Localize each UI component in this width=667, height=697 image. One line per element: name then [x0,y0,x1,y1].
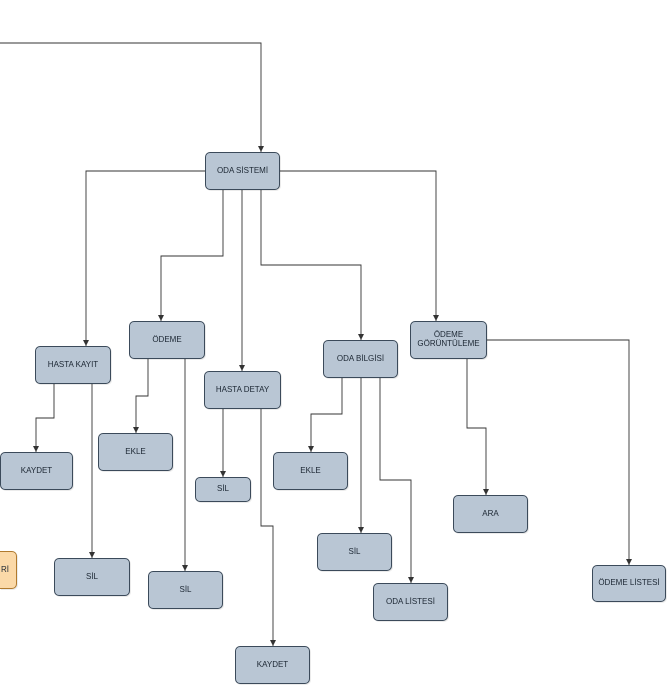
node-oda-listesi: ODA LİSTESİ [373,583,448,621]
node-partial-left-label: Rİ [1,564,9,574]
node-hasta-detay-label: HASTA DETAY [215,384,270,394]
node-sil-odeme: SİL [148,571,223,609]
node-ara: ARA [453,495,528,533]
node-oda-bilgisi: ODA BİLGİSİ [323,340,398,378]
node-hasta-kayit: HASTA KAYIT [35,346,111,384]
node-odeme-goruntuleme: ÖDEME GÖRÜNTÜLEME [410,321,487,359]
node-sil-odeme-label: SİL [179,584,192,594]
node-kaydet-hasta-kayit-label: KAYDET [20,465,53,475]
node-oda-sistemi-label: ODA SİSTEMİ [216,165,269,175]
node-odeme-listesi-label: ÖDEME LİSTESİ [598,578,660,588]
edge-oda-sistemi-to-odeme-goruntuleme [280,170,439,321]
node-kaydet-hasta-detay: KAYDET [235,646,310,684]
node-sil-hasta-detay: SİL [195,477,251,502]
node-odeme-listesi: ÖDEME LİSTESİ [592,565,666,602]
edge-hasta-kayit-to-kaydet [33,384,55,452]
node-ara-label: ARA [482,508,499,518]
node-sil-hasta-kayit: SİL [54,558,130,596]
edge-oda-sistemi-to-hasta-kayit [83,170,205,346]
node-odeme-goruntuleme-label: ÖDEME GÖRÜNTÜLEME [417,330,480,348]
edge-oda-bilgisi-to-ekle [308,377,343,452]
node-ekle-oda-bilgisi: EKLE [273,452,348,490]
edge-hasta-detay-to-kaydet [260,409,276,646]
node-partial-left: Rİ [0,551,17,589]
edge-oda-bilgisi-to-oda-listesi [379,377,414,583]
node-hasta-kayit-label: HASTA KAYIT [47,359,99,369]
node-sil-oda-bilgisi-label: SİL [348,546,361,556]
node-ekle-oda-bilgisi-label: EKLE [300,465,321,475]
node-sil-oda-bilgisi: SİL [317,533,392,571]
node-odeme: ÖDEME [129,321,205,359]
edge-oda-sistemi-to-odeme [158,190,224,321]
node-sil-hasta-kayit-label: SİL [85,571,98,581]
edge-oda-sistemi-to-oda-bilgisi [260,190,364,340]
node-ekle-odeme-label: EKLE [125,446,146,456]
node-kaydet-hasta-kayit: KAYDET [0,452,73,490]
edge-odeme-goruntuleme-to-odeme-listesi [486,339,632,565]
edge-odeme-to-ekle [133,359,149,433]
node-kaydet-hasta-detay-label: KAYDET [256,659,289,669]
node-ekle-odeme: EKLE [98,433,173,471]
node-odeme-label: ÖDEME [152,334,182,344]
edge-root-to-oda-sistemi [0,42,264,152]
node-sil-hasta-detay-label: SİL [216,484,229,494]
node-hasta-detay: HASTA DETAY [204,371,281,409]
node-oda-listesi-label: ODA LİSTESİ [386,596,435,606]
node-oda-sistemi: ODA SİSTEMİ [205,152,280,190]
node-oda-bilgisi-label: ODA BİLGİSİ [336,353,385,363]
edge-odeme-goruntuleme-to-ara [466,359,489,495]
